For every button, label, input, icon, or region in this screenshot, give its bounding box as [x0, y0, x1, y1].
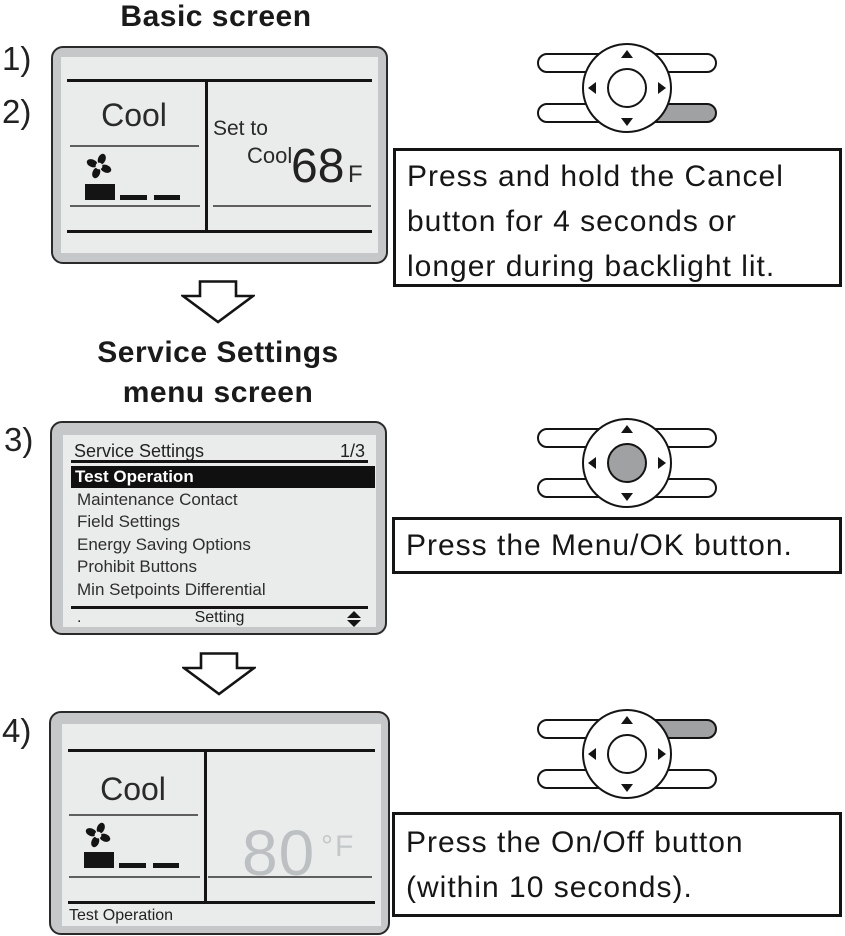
status-footer: Test Operation — [69, 907, 174, 924]
divider — [204, 749, 207, 901]
left-arrow-icon — [588, 457, 596, 469]
left-arrow-icon — [588, 82, 596, 94]
down-flow-arrow-icon — [181, 280, 255, 324]
remote-diagram-2 — [537, 416, 717, 512]
mode-label: Cool — [101, 97, 167, 133]
divider — [71, 606, 368, 609]
menu-item-min-setpoints-differential: Min Setpoints Differential — [77, 579, 266, 599]
instruction-line: longer during backlight lit. — [407, 250, 776, 283]
page-indicator: 1/3 — [339, 441, 365, 461]
divider — [213, 205, 371, 207]
fan-icon — [86, 153, 112, 179]
fan-speed-bar-1 — [85, 184, 115, 200]
mode-label: Cool — [100, 771, 166, 807]
set-mode-label: Cool — [247, 143, 293, 168]
down-arrow-icon — [621, 784, 633, 792]
test-temp-value: 80 — [242, 817, 316, 889]
divider — [208, 876, 372, 878]
setpoint-value: 68 — [291, 140, 345, 193]
divider — [71, 460, 368, 463]
menu-item-field-settings: Field Settings — [77, 512, 180, 531]
down-flow-arrow-icon — [182, 652, 256, 696]
test-operation-lcd: Cool 80 °F Test Operation — [62, 724, 381, 926]
menu-item-maintenance-contact: Maintenance Contact — [77, 489, 238, 509]
right-arrow-icon — [658, 457, 666, 469]
remote-diagram-3 — [537, 707, 717, 803]
menu-header: Service Settings — [74, 441, 205, 461]
cancel-instruction-box: Press and hold the Cancel button for 4 s… — [393, 148, 842, 287]
basic-screen-title: Basic screen — [120, 0, 312, 33]
menu-ok-button — [607, 734, 647, 774]
left-arrow-icon — [588, 748, 596, 760]
basic-screen-lcd: Cool Set to Cool 68 F — [61, 57, 378, 253]
footer-left-label: . — [77, 609, 82, 626]
divider — [70, 205, 200, 207]
divider — [67, 79, 372, 82]
step-number-3: 3) — [4, 421, 34, 458]
up-arrow-icon — [621, 716, 633, 724]
up-arrow-icon — [621, 50, 633, 58]
fan-speed-bar-3 — [153, 863, 179, 868]
step-number-4: 4) — [2, 712, 32, 749]
service-settings-display: Service Settings 1/3 Test Operation Main… — [50, 421, 387, 635]
basic-screen-display: Cool Set to Cool 68 F — [51, 46, 388, 264]
instruction-line: Press and hold the Cancel — [407, 160, 784, 193]
fan-icon — [85, 822, 111, 848]
divider — [205, 79, 208, 230]
setpoint-unit: F — [348, 161, 363, 188]
right-arrow-icon — [658, 748, 666, 760]
menu-ok-instruction-box: Press the Menu/OK button. — [392, 517, 842, 574]
step-number-1: 1) — [2, 40, 32, 77]
menu-ok-button — [607, 443, 647, 483]
divider — [67, 230, 372, 233]
divider — [69, 814, 198, 816]
fan-speed-bar-3 — [154, 195, 180, 200]
menu-ok-button — [607, 68, 647, 108]
menu-item-test-operation: Test Operation — [71, 466, 375, 488]
instruction-line: button for 4 seconds or — [407, 205, 737, 238]
test-operation-display: Cool 80 °F Test Operation — [49, 711, 390, 935]
divider — [68, 749, 375, 752]
divider — [68, 901, 375, 904]
setting-label: Setting — [194, 609, 245, 626]
on-off-instruction-box: Press the On/Off button (within 10 secon… — [392, 812, 842, 917]
fan-speed-bar-1 — [84, 852, 114, 868]
fan-speed-bar-2 — [120, 195, 147, 200]
service-settings-lcd: Service Settings 1/3 Test Operation Main… — [63, 435, 376, 627]
remote-diagram-1 — [537, 41, 717, 137]
down-arrow-icon — [621, 493, 633, 501]
service-menu-title-line1: Service Settings — [97, 336, 339, 369]
instruction-line: Press the Menu/OK button. — [406, 529, 793, 562]
set-to-label: Set to — [213, 117, 268, 140]
right-arrow-icon — [658, 82, 666, 94]
divider — [70, 145, 199, 147]
test-temp-unit: °F — [321, 830, 356, 863]
down-arrow-icon — [621, 118, 633, 126]
instruction-line: Press the On/Off button — [406, 826, 744, 859]
fan-speed-bar-2 — [119, 863, 146, 868]
instruction-line: (within 10 seconds). — [406, 871, 693, 904]
divider — [69, 876, 200, 878]
service-menu-title-line2: menu screen — [122, 376, 314, 409]
up-arrow-icon — [621, 425, 633, 433]
menu-item-energy-saving-options: Energy Saving Options — [77, 534, 251, 554]
step-number-2: 2) — [2, 93, 32, 130]
service-menu-title: Service Settings menu screen — [10, 333, 426, 413]
menu-item-prohibit-buttons: Prohibit Buttons — [77, 557, 198, 576]
